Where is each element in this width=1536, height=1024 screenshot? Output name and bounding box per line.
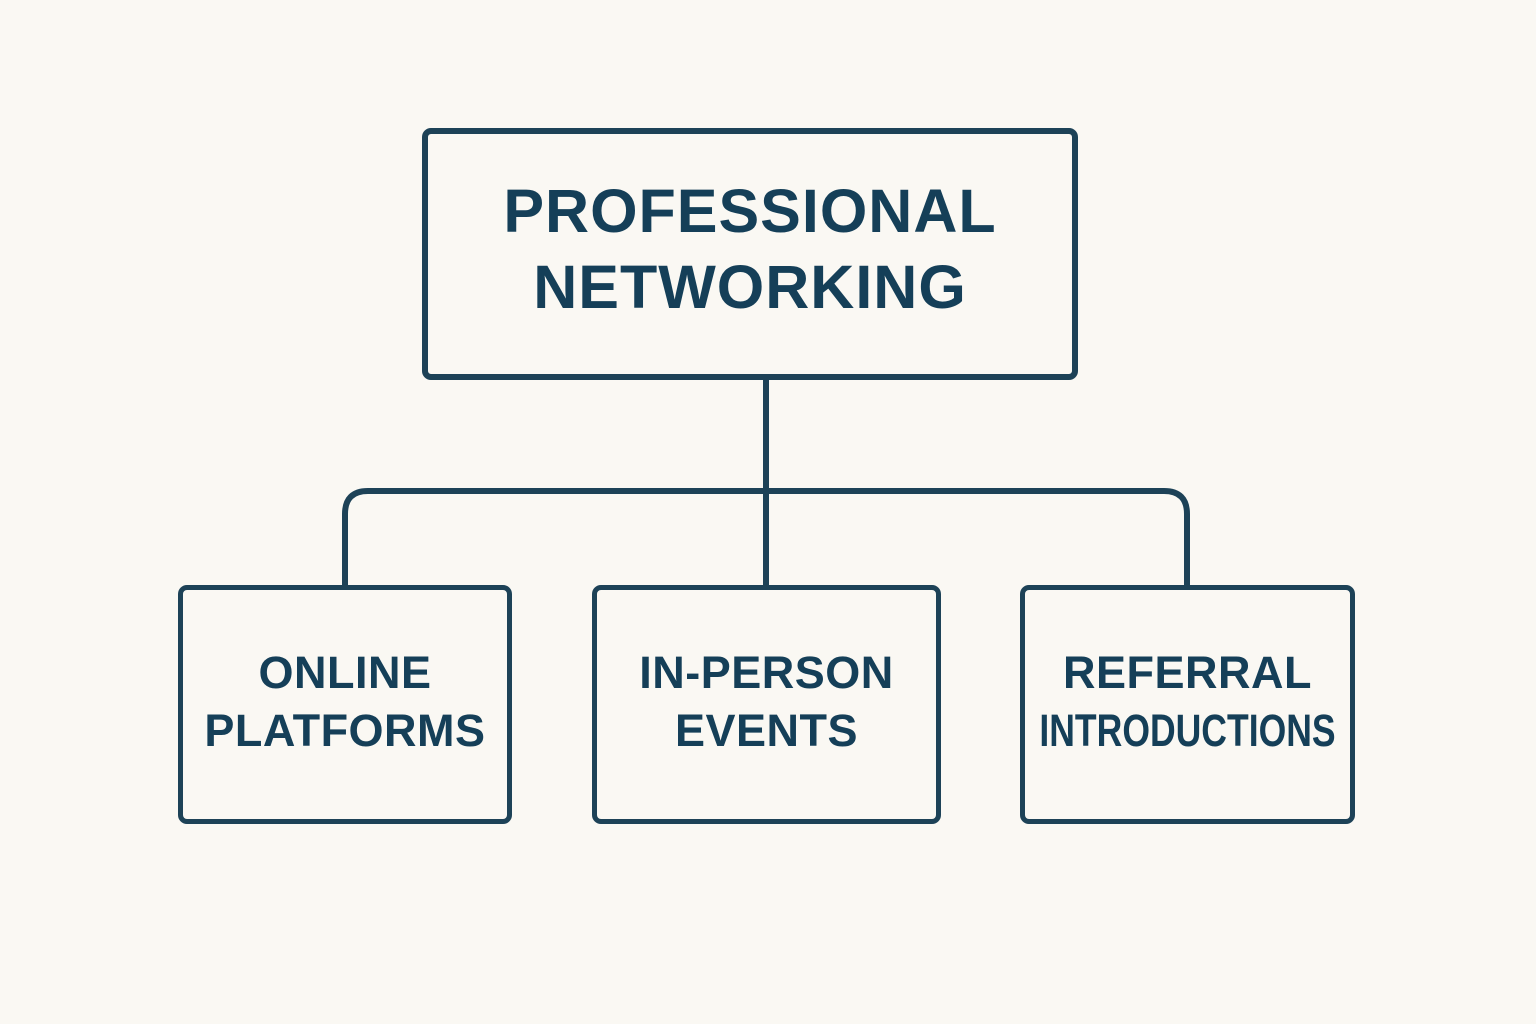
root-node-line-2: NETWORKING (533, 253, 967, 321)
branch-connector (342, 488, 1190, 588)
child-node-line-2: PLATFORMS (204, 704, 486, 756)
root-node-line-1: PROFESSIONAL (503, 177, 997, 246)
child-node-online-platforms: ONLINE PLATFORMS (178, 585, 512, 824)
child-node-in-person-events: IN-PERSON EVENTS (592, 585, 941, 824)
child-node-line-2: INTRODUCTIONS (1039, 704, 1336, 756)
child-node-line-2: EVENTS (674, 704, 859, 756)
child-node-referral-introductions: REFERRAL INTRODUCTIONS (1020, 585, 1355, 824)
child-node-line-1: IN-PERSON (639, 646, 894, 698)
root-node-professional-networking: PROFESSIONAL NETWORKING (422, 128, 1078, 380)
child-node-line-1: ONLINE (258, 646, 432, 698)
child-node-line-1: REFERRAL (1063, 646, 1312, 698)
